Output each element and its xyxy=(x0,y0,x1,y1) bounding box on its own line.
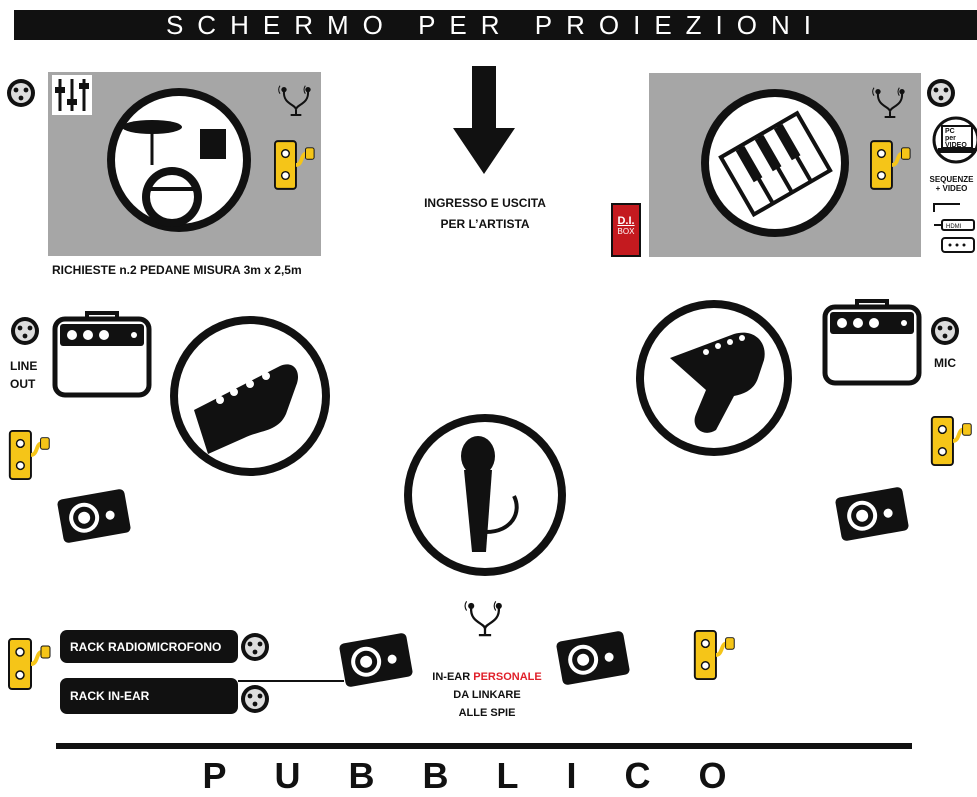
keyboard-icon xyxy=(699,87,851,239)
rack-inear-xlr-icon xyxy=(240,684,270,714)
mixer-faders-icon xyxy=(52,75,92,115)
drums-inear-icon xyxy=(276,82,316,120)
rack-power-icon xyxy=(8,636,52,692)
vocal-inear-icon xyxy=(462,598,508,640)
stage-front-line xyxy=(56,743,912,749)
rack-link-cable xyxy=(238,680,344,682)
mic-label: MIC xyxy=(934,356,956,370)
drum-kit-icon xyxy=(104,85,254,235)
projection-screen-label: SCHERMO PER PROIEZIONI xyxy=(165,9,826,40)
electric-guitar-icon xyxy=(634,298,794,458)
guitar-wedge-icon xyxy=(832,484,912,544)
drums-power-icon xyxy=(274,140,316,190)
keys-xlr-icon xyxy=(926,78,956,108)
sequences-label: SEQUENZE + VIDEO xyxy=(929,175,974,193)
front-right-wedge-icon xyxy=(553,628,633,688)
guitar-xlr-icon xyxy=(930,316,960,346)
drums-riser-note: RICHIESTE n.2 PEDANE MISURA 3m x 2,5m xyxy=(52,263,302,277)
keys-inear-icon xyxy=(870,84,910,122)
guitar-power-icon xyxy=(930,416,974,466)
vocal-microphone-icon xyxy=(402,412,568,578)
bass-wedge-icon xyxy=(54,486,134,546)
audience-label: PUBBLICO xyxy=(202,755,775,796)
rack-radiomicrofono: RACK RADIOMICROFONO xyxy=(60,630,238,663)
line-out-label: LINE OUT xyxy=(10,359,38,391)
rack-in-ear: RACK IN-EAR xyxy=(60,678,238,714)
in-ear-note: IN-EAR PERSONALE DA LINKARE ALLE SPIE xyxy=(432,671,542,719)
bass-power-icon xyxy=(8,430,52,480)
rack-radiomic-xlr-icon xyxy=(240,632,270,662)
front-right-power-icon xyxy=(693,630,737,680)
hdmi-cable-icon: HDMI xyxy=(930,198,977,258)
pc-video-icon: PC per VIDEO xyxy=(930,116,977,166)
projection-screen-bar: SCHERMO PER PROIEZIONI xyxy=(14,10,977,40)
bass-xlr-icon xyxy=(10,316,40,346)
entrance-arrow-icon xyxy=(453,66,515,174)
entrance-label: INGRESSO E USCITA PER L’ARTISTA xyxy=(424,196,546,231)
bass-amp-icon xyxy=(52,308,152,400)
di-box: D.I. BOX xyxy=(611,203,641,257)
front-left-wedge-icon xyxy=(336,630,416,690)
drums-xlr-icon xyxy=(6,78,36,108)
bass-guitar-icon xyxy=(168,314,332,478)
keys-power-icon xyxy=(870,140,912,190)
svg-text:HDMI: HDMI xyxy=(946,224,962,230)
guitar-amp-icon xyxy=(822,296,922,388)
